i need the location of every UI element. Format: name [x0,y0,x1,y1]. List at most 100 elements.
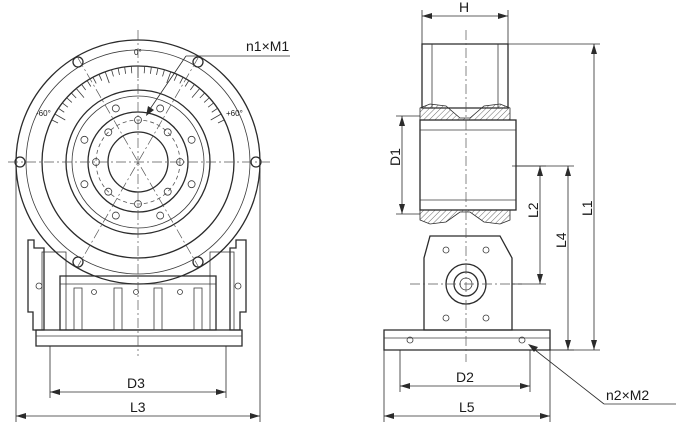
base-hole-callout-label: n2×M2 [606,387,649,403]
d1-arrow-bottom [399,204,405,214]
h-arrow-left [422,13,432,19]
flange-bolt-hole [156,104,165,113]
side-top-cap [421,43,509,109]
flange-bolt-hole [80,180,89,189]
front-view: 0° -60° +60° n1×M1 D3 L3 [8,30,290,422]
scale-tick [189,84,195,91]
side-ring-body [419,119,517,211]
flange-bolt-hole [111,104,120,113]
h-label: H [459,0,469,15]
bolt-callout-leader [147,55,187,113]
side-housing-bolt-3 [442,314,450,322]
scale-tick [217,119,225,124]
base-hole-callout-arrow [528,344,538,352]
hub-bolt-hole [104,187,113,196]
d1-label: D1 [387,148,403,166]
front-left-side-plate [41,251,67,331]
scale-tick [58,107,65,113]
front-base-hole-2 [133,289,139,295]
d3-arrow-left [50,389,60,395]
front-outer-screw-top-left [72,56,84,68]
front-rib-2 [113,287,123,331]
front-diag-centerline-2 [77,57,199,267]
side-base-hole-left [406,336,414,344]
l1-arrow-bottom [591,340,597,350]
l3-label: L3 [130,399,146,415]
l2-arrow-bottom [537,274,543,284]
scale-tick [71,92,77,99]
scale-tick [199,92,205,99]
scale-tick [92,77,97,84]
l5-label: L5 [459,399,475,415]
front-outer-screw-bottom-left [72,256,84,268]
scale-tick [179,77,184,84]
l4-label: L4 [553,232,569,248]
scale-label-minus: -60° [36,109,51,118]
d3-arrow-right [216,389,226,395]
base-hole-callout-leader [529,345,605,405]
l5-arrow-left [384,413,394,419]
front-right-hole [234,282,242,290]
flange-bolt-hole [80,135,89,144]
d2-arrow-right [520,383,530,389]
scale-tick [211,107,218,113]
d3-label: D3 [127,375,145,391]
scale-tick [117,68,120,76]
bolt-callout-arrow [146,106,154,116]
side-housing-bolt-2 [482,246,490,254]
scale-tick [104,71,110,84]
scale-tick [203,97,210,103]
flange-bolt-hole [187,135,196,144]
scale-tick [210,113,222,121]
hub-bolt-hole [104,128,113,137]
h-arrow-right [498,13,508,19]
scale-tick [51,119,59,124]
hub-bolt-hole [163,128,172,137]
d2-label: D2 [456,369,474,385]
scale-label-plus: +60° [226,109,243,118]
scale-tick [75,88,85,98]
side-lower-flange-hatch [419,209,511,225]
scale-tick [86,80,92,87]
front-left-hole [35,282,43,290]
scale-tick [54,113,66,121]
front-outer-screw-top-right [192,56,204,68]
side-gearbox-housing [423,235,513,331]
scale-tick [98,74,103,81]
scale-tick [124,66,127,74]
front-rib-3 [153,287,163,331]
l1-label: L1 [579,200,595,216]
d2-arrow-left [400,383,410,389]
l5-arrow-right [540,413,550,419]
flange-bolt-hole [156,211,165,220]
side-housing-bolt-4 [482,314,490,322]
l2-arrow-top [537,166,543,176]
scale-tick [207,102,214,108]
front-base-flange [35,329,243,347]
front-angle-scale [51,66,225,124]
front-rib-4 [193,287,203,331]
front-housing-right-block [229,239,247,331]
scale-tick [166,71,172,84]
side-housing-bolt-1 [442,246,450,254]
flange-bolt-hole [187,180,196,189]
side-upper-flange-hatch [419,103,511,121]
scale-tick [162,69,165,77]
l1-arrow-top [591,44,597,54]
l2-label: L2 [525,202,541,218]
scale-tick [191,88,201,98]
scale-tick [62,102,69,108]
front-base-hole-3 [177,289,183,295]
front-rib-1 [73,287,83,331]
scale-label-zero: 0° [134,48,142,57]
scale-tick [81,84,87,91]
scale-tick [173,74,178,81]
side-base-hole-right [518,336,526,344]
d1-arrow-top [399,116,405,126]
l4-arrow-bottom [565,340,571,350]
front-diag-centerline-1 [77,57,199,267]
flange-bolt-hole [111,211,120,220]
scale-tick [66,97,73,103]
